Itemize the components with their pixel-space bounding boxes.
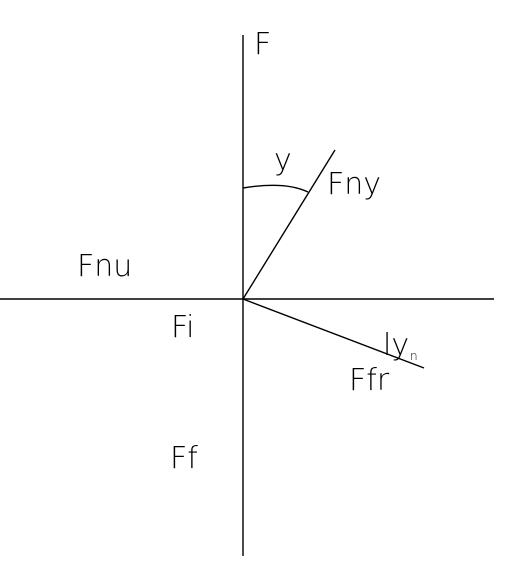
label-upper-ray: Fny xyxy=(327,167,381,202)
label-axis-bottom: Ff xyxy=(170,441,198,476)
label-lower-ray: Ffr xyxy=(349,363,390,398)
label-axis-top: F xyxy=(254,27,271,62)
label-origin: Fi xyxy=(171,310,194,345)
label-left-axis: Fnu xyxy=(77,249,132,284)
angle-arc xyxy=(242,184,309,193)
label-lower-ray-tag-subscript: n xyxy=(410,349,418,363)
upper-ray-fny xyxy=(242,149,336,300)
lower-ray-ffr xyxy=(242,298,425,369)
label-angle: y xyxy=(274,143,292,178)
label-lower-ray-tag: ly xyxy=(383,328,409,363)
